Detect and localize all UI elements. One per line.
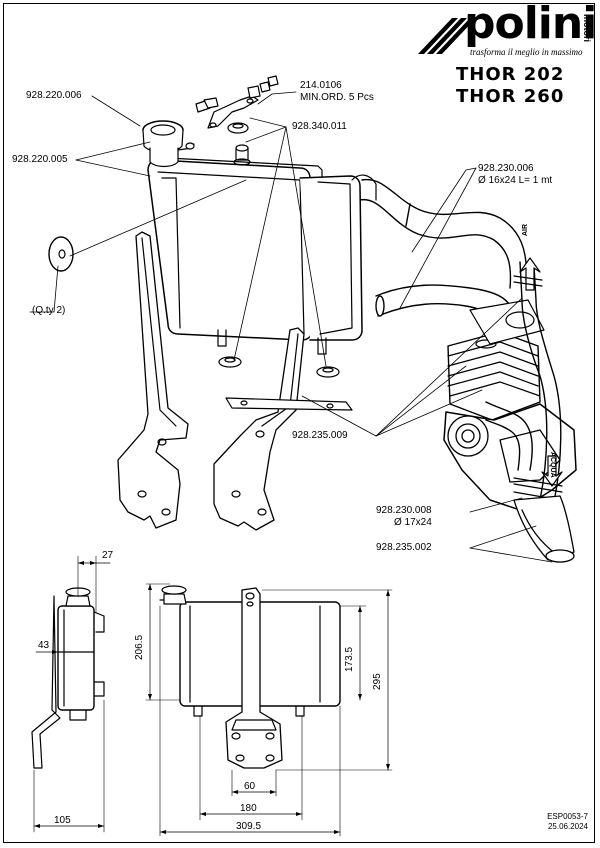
- side-view: [31, 555, 111, 833]
- part-note-hose-lower: Ø 17x24: [394, 517, 432, 528]
- doc-code: ESP0053-7: [547, 812, 588, 821]
- model-name-1: THOR 202: [456, 64, 565, 85]
- quantity-note: (Q.ty 2): [32, 305, 66, 316]
- filler-cap: [142, 120, 195, 168]
- dim-front-total: 309.5: [236, 821, 262, 832]
- label-air: AIR: [522, 223, 529, 236]
- part-code-hose-upper: 928.230.006: [478, 163, 534, 174]
- model-name-2: THOR 260: [456, 86, 565, 107]
- brand-logo: polini motori trasforma il meglio in mas…: [418, 2, 597, 66]
- arrow-labels: [519, 257, 563, 487]
- top-fitting: [233, 144, 251, 166]
- drawing-frame: [3, 3, 595, 843]
- lower-studs: [217, 329, 327, 355]
- dim-side-left: 43: [38, 640, 50, 651]
- screws-and-nuts: [195, 75, 279, 113]
- leader-lines: [29, 91, 553, 563]
- dim-front-height-total: 295: [372, 673, 383, 690]
- front-view: [145, 583, 393, 837]
- rubber-grommet: [218, 122, 340, 378]
- cap-washer: [48, 236, 74, 272]
- dimension-arrowheads: [34, 561, 390, 834]
- part-code-clamp: 928.235.009: [292, 430, 348, 441]
- logo-stripes-icon: [418, 18, 476, 54]
- part-code-radiator: 928.220.005: [12, 154, 68, 165]
- dim-side-bottom: 105: [54, 815, 71, 826]
- coolant-pipe-engine: [485, 261, 562, 503]
- part-code-screw: 214.0106: [300, 80, 342, 91]
- dim-front-60: 60: [244, 781, 256, 792]
- label-acqua: ACQUA: [549, 452, 556, 478]
- part-code-filler-cap: 928.220.006: [26, 90, 82, 101]
- doc-reference: ESP0053-7 25.06.2024: [532, 812, 588, 831]
- part-note-screw: MIN.ORD. 5 Pcs: [300, 92, 374, 103]
- support-bracket-small: [207, 95, 259, 129]
- part-code-hose-lower: 928.230.008: [376, 505, 432, 516]
- brand-slogan: trasforma il meglio in massimo: [470, 47, 583, 57]
- mounting-bracket: [117, 231, 353, 531]
- dim-front-height-left: 206.5: [134, 634, 145, 660]
- engine-cylinder: [447, 299, 545, 421]
- doc-date: 25.06.2024: [547, 821, 588, 831]
- dim-front-180: 180: [240, 803, 257, 814]
- dim-side-top: 27: [102, 550, 114, 561]
- brand-suffix: motori: [582, 14, 592, 42]
- radiator-tank: [147, 157, 377, 341]
- brand-name: polini: [464, 0, 597, 49]
- part-note-hose-upper: Ø 16x24 L= 1 mt: [478, 175, 553, 186]
- part-code-clamp-lower: 928.235.002: [376, 542, 432, 553]
- part-code-grommet: 928.340.011: [292, 121, 347, 132]
- hose-upper: [359, 178, 527, 289]
- dim-front-height-inner: 173.5: [344, 646, 355, 672]
- exhaust-manifold: [513, 495, 575, 563]
